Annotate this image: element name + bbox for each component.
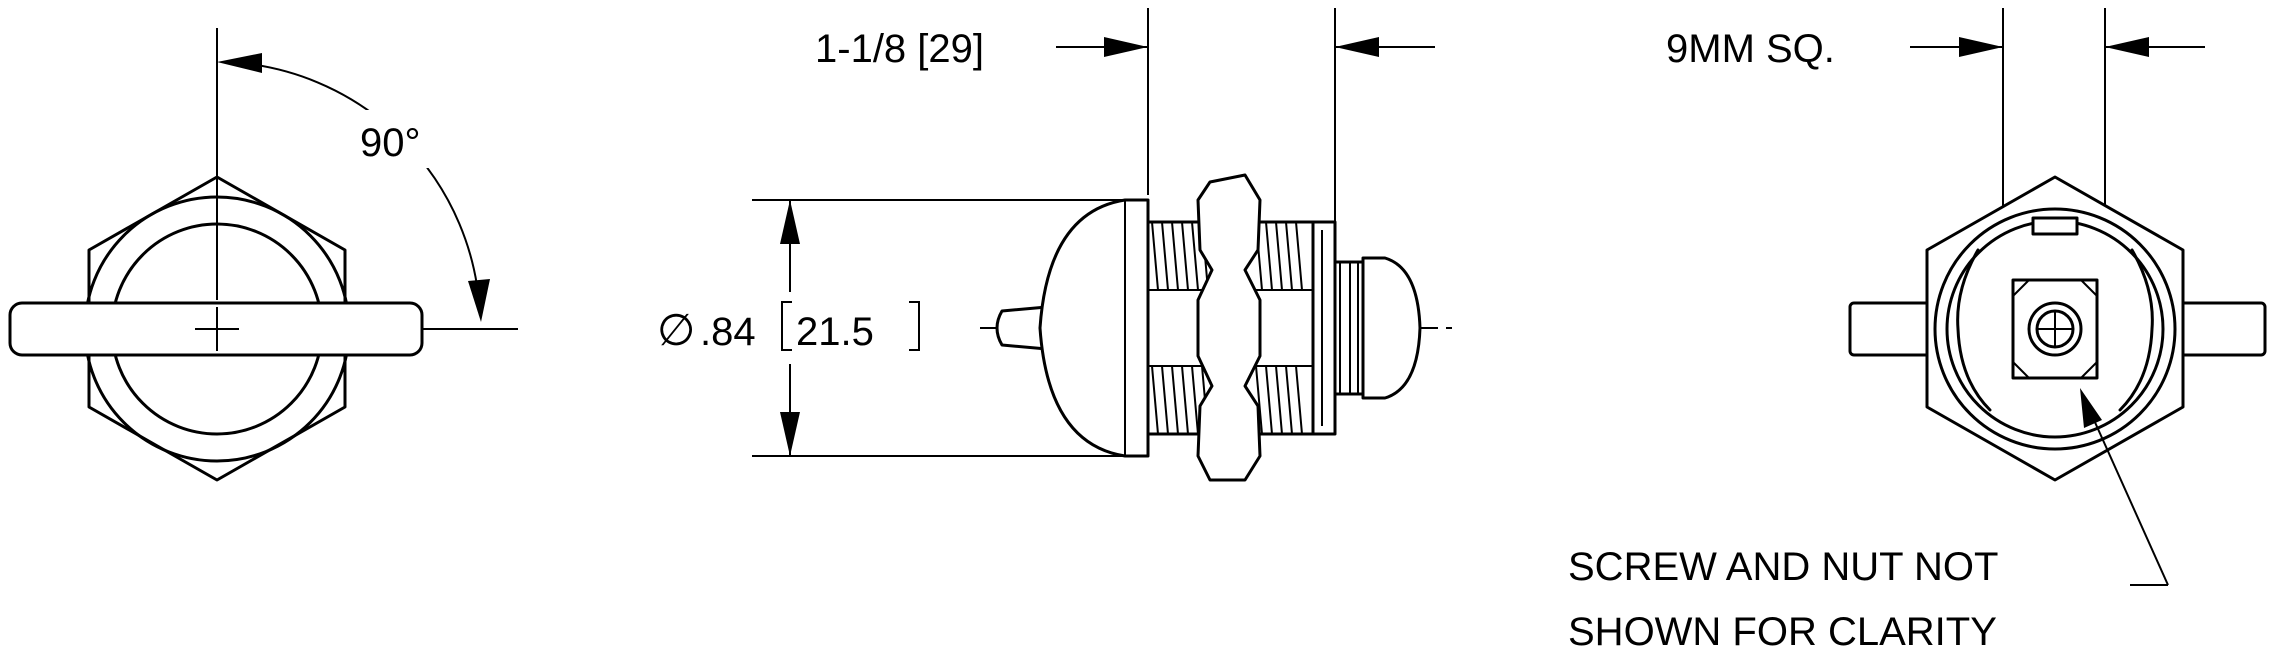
angle-arrow-top xyxy=(217,53,262,73)
spacer-lines xyxy=(1339,262,1359,394)
dome-face xyxy=(1038,198,1150,458)
retaining-clip xyxy=(1956,248,2154,412)
diameter-arrow-top xyxy=(780,200,800,244)
screw-hole-outer xyxy=(2027,301,2083,357)
note-leader-arrow xyxy=(2080,388,2102,428)
length-label: 1-1/8 [29] xyxy=(815,27,984,71)
square-drive-chamfers xyxy=(2012,279,2098,379)
angle-label: 90° xyxy=(360,121,421,165)
angle-arc xyxy=(224,61,481,317)
side-view: 1-1/8 [29] ∅ .84 21.5 xyxy=(657,8,1455,482)
mounting-washer xyxy=(1311,220,1337,436)
clip-tab-top xyxy=(2031,216,2079,236)
screw-head xyxy=(1361,256,1422,400)
bracket-right xyxy=(909,301,920,351)
hex-nut-side xyxy=(1196,173,1262,482)
note-line-2: SHOWN FOR CLARITY xyxy=(1568,610,1997,654)
rear-outer-ring xyxy=(1933,207,2177,451)
screw-hole-inner xyxy=(2035,309,2075,349)
bracket-left xyxy=(781,301,792,351)
diameter-mm-label: 21.5 xyxy=(796,310,874,354)
length-arrow-right xyxy=(1335,37,1379,57)
diameter-arrow-bottom xyxy=(780,412,800,456)
hex-nut-outline xyxy=(87,175,347,482)
square-arrow-left xyxy=(1959,37,2003,57)
square-label: 9MM SQ. xyxy=(1666,27,1835,71)
diameter-inch-label: .84 xyxy=(700,310,756,354)
square-arrow-right xyxy=(2105,37,2149,57)
note-line-1: SCREW AND NUT NOT xyxy=(1568,545,1998,589)
angle-label-bg xyxy=(352,110,446,168)
diameter-symbol: ∅ xyxy=(657,306,695,355)
angle-arrow-right xyxy=(468,279,490,322)
length-arrow-left xyxy=(1104,37,1148,57)
front-view-rotated: 90° xyxy=(8,28,518,482)
rear-view: 9MM SQ. SCREW AND NUT NOT SHOWN FOR CLAR… xyxy=(1568,8,2267,654)
note-leader-line xyxy=(2084,399,2169,586)
